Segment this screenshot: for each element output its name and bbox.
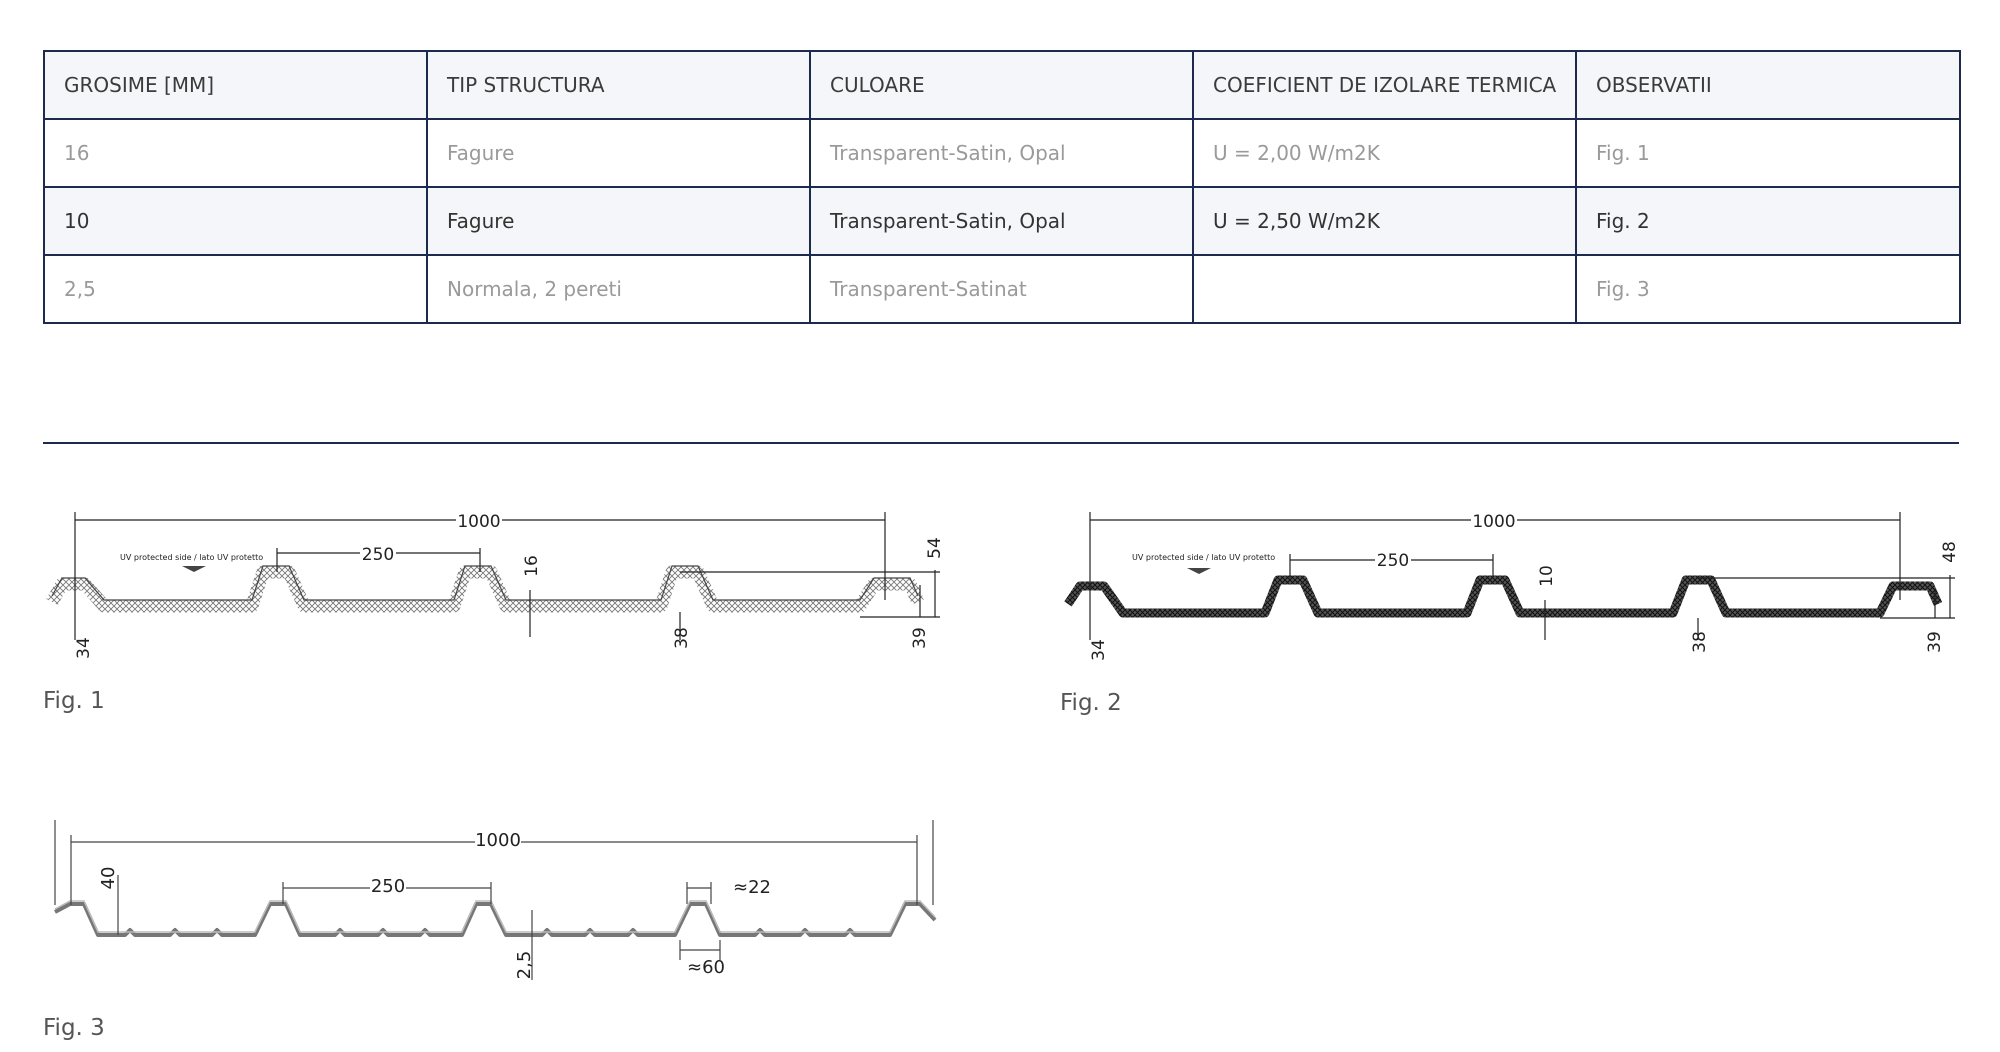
figure-3-caption: Fig. 3 (43, 1015, 105, 1041)
column-header-color: CULOARE (809, 50, 1194, 120)
dim-right-2: 39 (1925, 631, 1945, 653)
dim-height-1: 54 (925, 537, 945, 559)
column-header-thickness: GROSIME [MM] (43, 50, 428, 120)
table-cell: 16 (43, 118, 428, 188)
column-header-observations: OBSERVATII (1575, 50, 1961, 120)
figure-1-caption: Fig. 1 (43, 688, 105, 714)
table-cell: 2,5 (43, 254, 428, 324)
table-cell: Fig. 3 (1575, 254, 1961, 324)
table-cell: Transparent-Satin, Opal (809, 186, 1194, 256)
uv-label-2: UV protected side / lato UV protetto (1132, 553, 1275, 562)
uv-label-1: UV protected side / lato UV protetto (120, 553, 263, 562)
dim-thickness-2: 10 (1537, 565, 1557, 587)
uv-arrow-icon (1187, 568, 1211, 574)
dim-height-3: 40 (98, 867, 119, 890)
table-header-row: GROSIME [MM] TIP STRUCTURA CULOARE COEFI… (43, 50, 1961, 120)
dim-rib-1: 38 (672, 627, 692, 649)
dim-base-3: ≈60 (687, 957, 725, 978)
table-cell: Fig. 1 (1575, 118, 1961, 188)
dim-rib-2: 38 (1690, 631, 1710, 653)
column-header-structure: TIP STRUCTURA (426, 50, 811, 120)
dim-pitch-1: 250 (362, 545, 394, 565)
specifications-table: GROSIME [MM] TIP STRUCTURA CULOARE COEFI… (43, 50, 1961, 324)
table-cell: U = 2,50 W/m2K (1192, 186, 1577, 256)
column-header-thermal-coefficient: COEFICIENT DE IZOLARE TERMICA (1192, 50, 1577, 120)
dim-thickness-1: 16 (522, 555, 542, 577)
table-row: 2,5 Normala, 2 pereti Transparent-Satina… (43, 254, 1961, 324)
table-row: 10 Fagure Transparent-Satin, Opal U = 2,… (43, 186, 1961, 256)
table-cell: Normala, 2 pereti (426, 254, 811, 324)
table-cell: U = 2,00 W/m2K (1192, 118, 1577, 188)
dim-total-3: 1000 (475, 830, 521, 851)
dim-pitch-3: 250 (371, 876, 405, 897)
table-cell: Fagure (426, 118, 811, 188)
dim-right-1: 39 (910, 627, 930, 649)
table-cell: 10 (43, 186, 428, 256)
dim-left-1: 34 (74, 637, 94, 659)
section-divider (43, 442, 1959, 444)
table-cell: Transparent-Satinat (809, 254, 1194, 324)
dim-left-2: 34 (1089, 639, 1109, 661)
dim-pitch-2: 250 (1377, 551, 1409, 571)
table-cell: Fig. 2 (1575, 186, 1961, 256)
dim-total-2: 1000 (1472, 512, 1515, 532)
dim-thickness-3: 2,5 (514, 951, 535, 980)
dim-height-2: 48 (1940, 541, 1960, 563)
dim-total-1: 1000 (457, 512, 500, 532)
table-cell: Fagure (426, 186, 811, 256)
table-row: 16 Fagure Transparent-Satin, Opal U = 2,… (43, 118, 1961, 188)
dim-top-3: ≈22 (733, 877, 771, 898)
uv-arrow-icon (182, 566, 206, 572)
figure-2-caption: Fig. 2 (1060, 690, 1122, 716)
table-cell (1192, 254, 1577, 324)
table-cell: Transparent-Satin, Opal (809, 118, 1194, 188)
